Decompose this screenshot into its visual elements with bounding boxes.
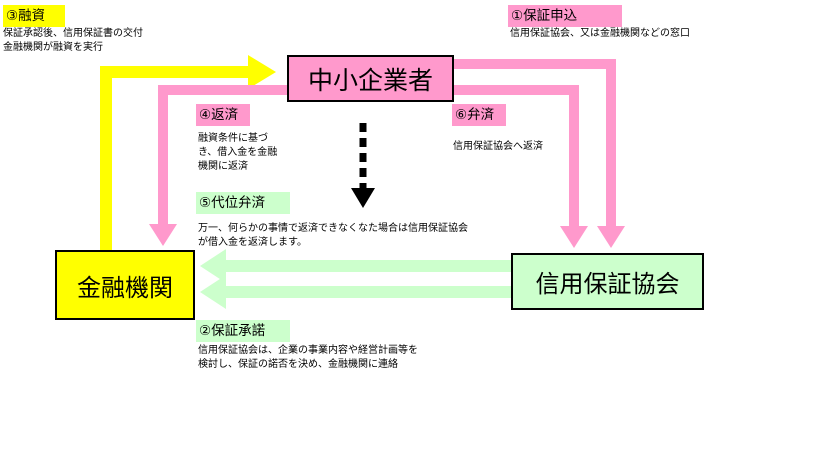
loan-note-line: 金融機関が融資を実行 — [3, 42, 103, 53]
loan-note-line: 保証承認後、信用保証書の交付 — [3, 28, 143, 39]
approval-label: ②保証承諾 — [196, 320, 290, 342]
repayment-note-line: 機関に返済 — [198, 161, 248, 172]
subrogation-note-line: 万一、何らかの事情で返済できなくなた場合は信用保証協会 — [198, 223, 468, 234]
arrow-reimbursement — [454, 85, 588, 248]
application-note-line: 信用保証協会、又は金融機関などの窓口 — [510, 28, 690, 39]
arrow-repayment — [149, 85, 287, 246]
loan-note: 保証承認後、信用保証書の交付 金融機関が融資を実行 — [3, 27, 143, 55]
subrogation-note: 万一、何らかの事情で返済できなくなた場合は信用保証協会 が借入金を返済します。 — [198, 222, 468, 250]
loan-label: ③融資 — [3, 5, 65, 27]
approval-note: 信用保証協会は、企業の事業内容や経営計画等を 検討し、保証の諾否を決め、金融機関… — [198, 344, 418, 372]
cgc-box: 信用保証協会 — [511, 253, 704, 310]
subrogation-note-line: が借入金を返済します。 — [198, 237, 307, 248]
repayment-note: 融資条件に基づ き、借入金を金融 機関に返済 — [198, 132, 277, 174]
reimbursement-note: 信用保証協会へ返済 — [453, 140, 543, 154]
approval-note-line: 信用保証協会は、企業の事業内容や経営計画等を — [198, 345, 418, 356]
application-label: ①保証申込 — [508, 5, 622, 27]
repayment-note-line: 融資条件に基づ — [198, 133, 268, 144]
application-note: 信用保証協会、又は金融機関などの窓口 — [510, 27, 690, 41]
bank-box: 金融機関 — [55, 250, 195, 320]
approval-note-line: 検討し、保証の諾否を決め、金融機関に連絡 — [198, 359, 398, 370]
arrow-loan — [100, 55, 276, 250]
sme-box: 中小企業者 — [287, 55, 454, 102]
subrogation-label: ⑤代位弁済 — [196, 192, 290, 214]
reimbursement-note-line: 信用保証協会へ返済 — [453, 141, 543, 152]
repayment-note-line: き、借入金を金融 — [198, 147, 278, 158]
arrow-application — [454, 59, 625, 248]
repayment-label: ④返済 — [196, 104, 250, 126]
reimbursement-label: ⑥弁済 — [452, 104, 506, 126]
